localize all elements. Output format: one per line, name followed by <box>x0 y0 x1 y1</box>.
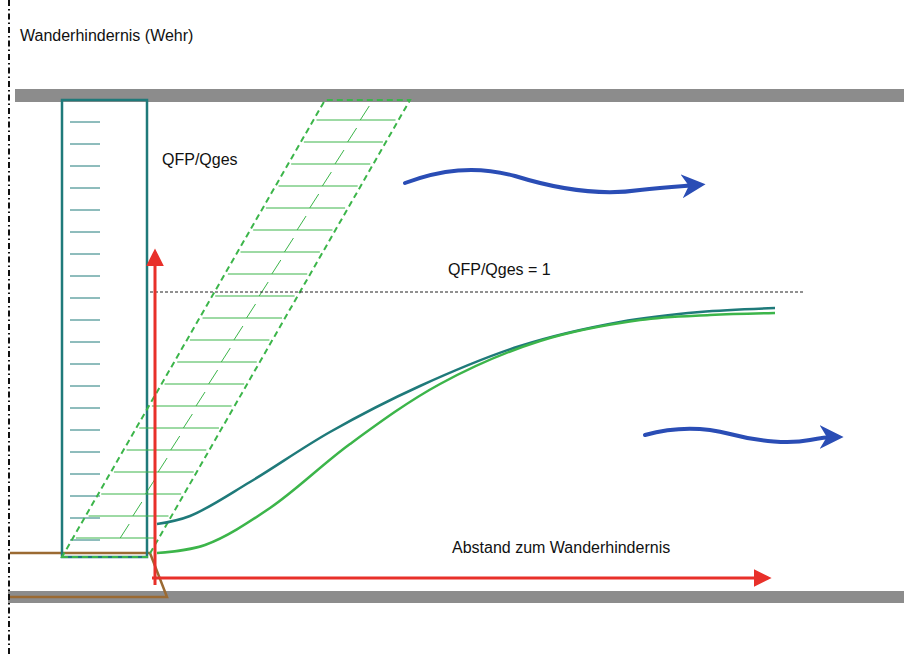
y-axis <box>154 252 157 585</box>
baffle-line <box>152 406 232 407</box>
fish-pass-baffles <box>76 106 396 538</box>
baffle-line <box>304 142 383 143</box>
baffle-line <box>360 106 369 120</box>
reference-line <box>150 292 805 293</box>
baffle-line <box>120 524 129 538</box>
baffle-line <box>70 232 100 233</box>
baffle-line <box>291 164 370 165</box>
baffle-line <box>196 392 205 406</box>
baffle-line <box>158 458 167 472</box>
baffle-line <box>70 408 100 409</box>
axis-label: Abstand zum Wanderhindernis <box>450 538 672 557</box>
baffle-line <box>70 540 100 541</box>
baffle-line <box>259 282 268 296</box>
baffle-line <box>70 188 100 189</box>
baffle-line <box>228 274 307 275</box>
baffle-line <box>266 208 345 209</box>
baffle-line <box>322 172 331 186</box>
baffle-line <box>76 538 156 539</box>
baffle-line <box>190 340 270 341</box>
baffle-line <box>70 210 100 211</box>
symmetry-line <box>8 0 10 655</box>
baffle-line <box>133 502 142 516</box>
baffle-line <box>70 430 100 431</box>
reference-label: QFP/Qges = 1 <box>446 260 553 279</box>
river-bank <box>15 89 904 102</box>
baffle-line <box>165 384 245 385</box>
baffle-line <box>203 318 282 319</box>
baffle-line <box>272 260 281 274</box>
baffle-line <box>70 452 100 453</box>
baffle-line <box>297 216 306 230</box>
baffle-line <box>70 342 100 343</box>
baffle-line <box>145 480 154 494</box>
baffle-line <box>70 298 100 299</box>
title-label: Wanderhindernis (Wehr) <box>18 26 195 45</box>
baffle-line <box>70 166 100 167</box>
baffle-line <box>335 150 344 164</box>
baffle-line <box>215 296 294 297</box>
fish-pass-diagonal <box>62 100 410 557</box>
baffle-line <box>171 436 180 450</box>
baffle-line <box>177 362 257 363</box>
baffle-line <box>70 364 100 365</box>
fish-pass-baffles <box>70 122 100 540</box>
baffle-line <box>241 252 320 253</box>
baffle-line <box>70 320 100 321</box>
baffle-line <box>70 386 100 387</box>
baffle-line <box>209 370 218 384</box>
fish-pass <box>62 100 147 557</box>
baffle-line <box>253 230 332 231</box>
ratio-curve <box>157 308 775 524</box>
x-axis <box>152 577 768 580</box>
baffle-line <box>70 496 100 497</box>
baffle-line <box>316 120 395 121</box>
baffle-line <box>348 128 357 142</box>
baffle-line <box>89 516 169 517</box>
baffle-line <box>70 254 100 255</box>
baffle-line <box>139 428 219 429</box>
baffle-line <box>183 414 192 428</box>
baffle-line <box>310 194 319 208</box>
baffle-line <box>279 186 358 187</box>
baffle-line <box>221 348 230 362</box>
axis-label: QFP/Qges <box>160 150 240 169</box>
weir-body <box>10 553 167 597</box>
flow-arrow <box>645 429 834 442</box>
baffle-line <box>127 450 207 451</box>
baffle-line <box>70 474 100 475</box>
baffle-line <box>101 494 181 495</box>
baffle-line <box>70 144 100 145</box>
baffle-line <box>70 122 100 123</box>
baffle-line <box>284 238 293 252</box>
flow-arrow <box>405 170 696 192</box>
ratio-curve <box>157 313 775 553</box>
baffle-line <box>247 304 256 318</box>
baffle-line <box>234 326 243 340</box>
baffle-line <box>70 276 100 277</box>
